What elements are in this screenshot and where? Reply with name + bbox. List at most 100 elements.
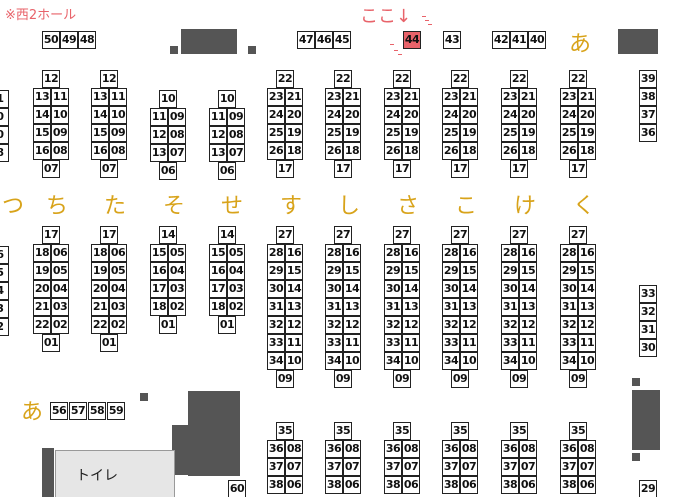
booth-cell: 49 xyxy=(60,31,78,49)
booth-cell: 31 xyxy=(384,298,402,316)
booth-cell: 15 xyxy=(209,244,227,262)
booth-cell: 26 xyxy=(325,142,343,160)
booth-cell: 19 xyxy=(285,124,303,142)
booth-cell: 28 xyxy=(560,244,578,262)
booth-cell: 24 xyxy=(442,106,460,124)
booth-cell: 17 xyxy=(510,160,528,178)
booth-cell: 05 xyxy=(51,262,69,280)
booth-cell: 22 xyxy=(393,70,411,88)
booth-cell: 12 xyxy=(343,316,361,334)
booth-cell: 34 xyxy=(501,352,519,370)
booth-cell: 08 xyxy=(285,440,303,458)
booth-cell: 17 xyxy=(276,160,294,178)
booth-cell: 13 xyxy=(33,88,51,106)
booth-cell: 38 xyxy=(639,88,657,106)
booth-cell: 4 xyxy=(0,282,9,300)
booth-cell: 12 xyxy=(42,70,60,88)
booth-cell: 07 xyxy=(285,458,303,476)
booth-cell: 17 xyxy=(451,160,469,178)
booth-cell: 29 xyxy=(325,262,343,280)
booth-cell: 22 xyxy=(569,70,587,88)
pillar-block xyxy=(42,448,54,497)
booth-cell: 29 xyxy=(442,262,460,280)
booth-cell: 23 xyxy=(501,88,519,106)
booth-cell: 24 xyxy=(267,106,285,124)
booth-cell: 31 xyxy=(501,298,519,316)
booth-cell: 19 xyxy=(91,262,109,280)
booth-cell: 32 xyxy=(442,316,460,334)
booth-cell: 24 xyxy=(501,106,519,124)
booth-cell: 13 xyxy=(91,88,109,106)
booth-cell: 18 xyxy=(150,298,168,316)
booth-cell: 31 xyxy=(560,298,578,316)
booth-cell: 22 xyxy=(33,316,51,334)
booth-cell: 07 xyxy=(460,458,478,476)
booth-cell: 09 xyxy=(569,370,587,388)
booth-cell: 27 xyxy=(569,226,587,244)
booth-cell: 27 xyxy=(276,226,294,244)
booth-cell: 08 xyxy=(227,126,245,144)
marker-dash xyxy=(428,24,432,25)
booth-cell: 07 xyxy=(168,144,186,162)
booth-cell: 10 xyxy=(159,90,177,108)
booth-cell: 16 xyxy=(150,262,168,280)
hall-label: ※西2ホール xyxy=(5,8,77,23)
booth-cell: 14 xyxy=(159,226,177,244)
booth-cell: 06 xyxy=(285,476,303,494)
booth-cell: 36 xyxy=(442,440,460,458)
booth-cell: 02 xyxy=(51,316,69,334)
booth-cell: 29 xyxy=(267,262,285,280)
booth-cell: 30 xyxy=(442,280,460,298)
booth-cell: 22 xyxy=(510,70,528,88)
booth-cell: 36 xyxy=(639,124,657,142)
toilet-area: トイレ xyxy=(55,450,175,497)
booth-cell: 34 xyxy=(267,352,285,370)
booth-cell: 04 xyxy=(227,262,245,280)
booth-cell: 14 xyxy=(460,280,478,298)
booth-cell: 05 xyxy=(109,262,127,280)
booth-cell: 17 xyxy=(150,280,168,298)
row-label: さ xyxy=(396,194,419,219)
booth-cell: 33 xyxy=(325,334,343,352)
row-label: く xyxy=(572,194,595,219)
booth-cell: 15 xyxy=(402,262,420,280)
booth-cell: 25 xyxy=(560,124,578,142)
booth-cell: 13 xyxy=(209,144,227,162)
booth-cell: 14 xyxy=(218,226,236,244)
booth-cell: 14 xyxy=(519,280,537,298)
booth-cell: 20 xyxy=(519,106,537,124)
booth-cell: 27 xyxy=(510,226,528,244)
booth-cell: 32 xyxy=(501,316,519,334)
booth-cell: 07 xyxy=(402,458,420,476)
booth-cell: 20 xyxy=(578,106,596,124)
booth-cell: 13 xyxy=(285,298,303,316)
row-label: せ xyxy=(220,194,243,219)
booth-cell: 14 xyxy=(91,106,109,124)
booth-cell: 12 xyxy=(578,316,596,334)
booth-cell: 17 xyxy=(42,226,60,244)
pillar-block xyxy=(230,467,238,475)
booth-cell: 59 xyxy=(107,402,125,420)
booth-cell: 17 xyxy=(209,280,227,298)
booth-cell: 34 xyxy=(442,352,460,370)
row-label: す xyxy=(279,194,302,219)
row-label: た xyxy=(103,194,126,219)
booth-cell: 21 xyxy=(91,298,109,316)
booth-cell: 11 xyxy=(402,334,420,352)
booth-cell: 13 xyxy=(343,298,361,316)
booth-cell: 15 xyxy=(578,262,596,280)
booth-cell: 07 xyxy=(227,144,245,162)
booth-cell: 41 xyxy=(510,31,528,49)
booth-cell: 35 xyxy=(276,422,294,440)
booth-cell: 38 xyxy=(560,476,578,494)
booth-cell: 26 xyxy=(560,142,578,160)
booth-cell: 06 xyxy=(578,476,596,494)
booth-cell: 16 xyxy=(91,142,109,160)
booth-cell: 25 xyxy=(501,124,519,142)
booth-cell: 31 xyxy=(325,298,343,316)
booth-cell: 11 xyxy=(578,334,596,352)
booth-cell: 18 xyxy=(519,142,537,160)
booth-cell: 36 xyxy=(267,440,285,458)
booth-cell: 12 xyxy=(460,316,478,334)
booth-cell: 24 xyxy=(560,106,578,124)
